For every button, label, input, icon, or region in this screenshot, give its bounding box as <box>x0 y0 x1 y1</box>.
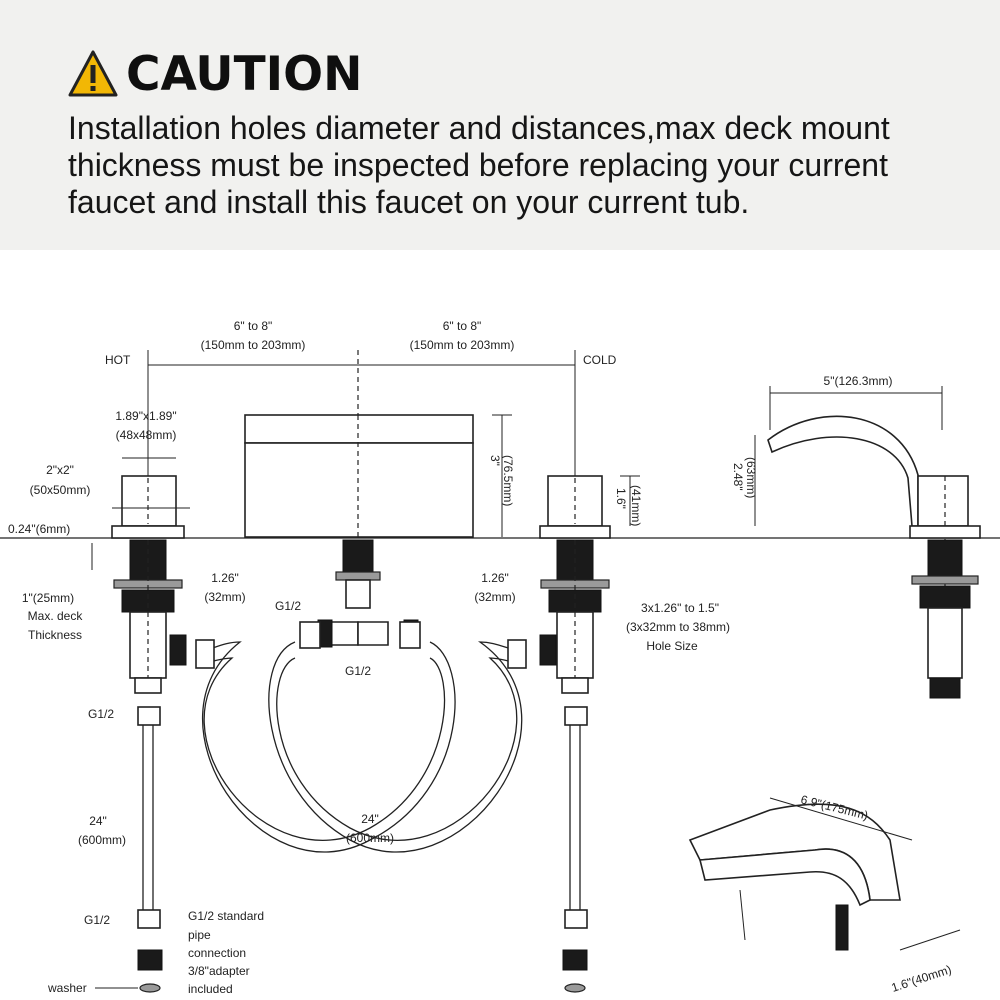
escutcheon-size-line2: (50x50mm) <box>30 483 91 497</box>
cold-valve: 1.26" (32mm) 3x1.26" to 1.5" (3x32mm to … <box>474 539 730 694</box>
pipe-note-line1: G1/2 standard <box>188 909 264 923</box>
deck-thickness-line1: 1"(25mm) <box>22 591 74 605</box>
spacing-left-line2: (150mm to 203mm) <box>201 338 306 352</box>
handle-height-line1: 1.6" <box>614 488 628 509</box>
pipe-note-line5: included <box>188 982 233 996</box>
warning-triangle-icon <box>68 50 118 97</box>
g12-left-bottom: G1/2 <box>84 913 110 927</box>
flex-hoses: 24" (600mm) <box>195 621 527 853</box>
hot-handle: 1.89"x1.89" (48x48mm) 2"x2" (50x50mm) 0.… <box>8 409 190 539</box>
g12-tee: G1/2 <box>345 664 371 678</box>
handle-size-line1: 1.89"x1.89" <box>115 409 176 423</box>
washer-label: washer <box>47 981 87 995</box>
caution-banner: CAUTION Installation holes diameter and … <box>0 0 1000 250</box>
side-height-line2: (63mm) <box>744 457 758 498</box>
escutcheon-size-line1: 2"x2" <box>46 463 74 477</box>
handle-height-line2: (41mm) <box>629 485 643 526</box>
spacing-left-line1: 6" to 8" <box>234 319 273 333</box>
plate-thickness: 0.24"(6mm) <box>8 522 70 536</box>
side-height-line1: 2.48" <box>731 463 745 491</box>
hole-size-line1: 3x1.26" to 1.5" <box>641 601 719 615</box>
caution-header: CAUTION <box>68 44 362 104</box>
deck-thickness-line2: Max. deck <box>28 609 84 623</box>
hose-center-line1: 24" <box>361 812 379 826</box>
faucet-dimension-diagram: 6" to 8" (150mm to 203mm) 6" to 8" (150m… <box>0 319 1000 996</box>
caution-text: Installation holes diameter and distance… <box>68 110 890 220</box>
nut-right-line2: (32mm) <box>474 590 515 604</box>
hot-valve: 1"(25mm) Max. deck Thickness 1.26" (32mm… <box>22 539 246 694</box>
cold-handle: 1.6" (41mm) <box>539 475 643 539</box>
deck-thickness-line3: Thickness <box>28 628 82 642</box>
spout-depth: 1.6"(40mm) <box>890 962 954 995</box>
hose-left-line1: 24" <box>89 814 107 828</box>
handle-size-line2: (48x48mm) <box>116 428 177 442</box>
right-supply-line: G1/2 standard pipe connection 3/8"adapte… <box>188 706 588 996</box>
hole-size-line3: Hole Size <box>646 639 698 653</box>
g12-center-top: G1/2 <box>275 599 301 613</box>
spacing-right-line1: 6" to 8" <box>443 319 482 333</box>
spacing-right-line2: (150mm to 203mm) <box>410 338 515 352</box>
spout-height-line1: 3" <box>488 455 502 466</box>
hose-left-line2: (600mm) <box>78 833 126 847</box>
hose-center-line2: (600mm) <box>346 831 394 845</box>
hole-size-line2: (3x32mm to 38mm) <box>626 620 730 634</box>
pipe-note-line4: 3/8"adapter <box>188 964 250 978</box>
nut-left-line2: (32mm) <box>204 590 245 604</box>
cold-label: COLD <box>583 353 617 367</box>
side-view-spout: 5"(126.3mm) 2.48" (63mm) <box>731 374 981 699</box>
center-spout: 3" (76.5mm) G1/2 G1/2 <box>244 414 515 678</box>
nut-left-line1: 1.26" <box>211 571 239 585</box>
spacing-dimensions: 6" to 8" (150mm to 203mm) 6" to 8" (150m… <box>105 319 617 520</box>
hot-label: HOT <box>105 353 131 367</box>
pipe-note-line2: pipe <box>188 928 211 942</box>
side-length: 5"(126.3mm) <box>824 374 893 388</box>
nut-right-line1: 1.26" <box>481 571 509 585</box>
left-supply-line: G1/2 24" (600mm) G1/2 washer <box>47 706 163 995</box>
spout-height-line2: (76.5mm) <box>501 455 515 506</box>
g12-left-top: G1/2 <box>88 707 114 721</box>
pipe-note-line3: connection <box>188 946 246 960</box>
caution-title: CAUTION <box>126 46 363 102</box>
waterfall-spout-detail: 6.9"(175mm) 1.6"(40mm) <box>688 792 961 995</box>
